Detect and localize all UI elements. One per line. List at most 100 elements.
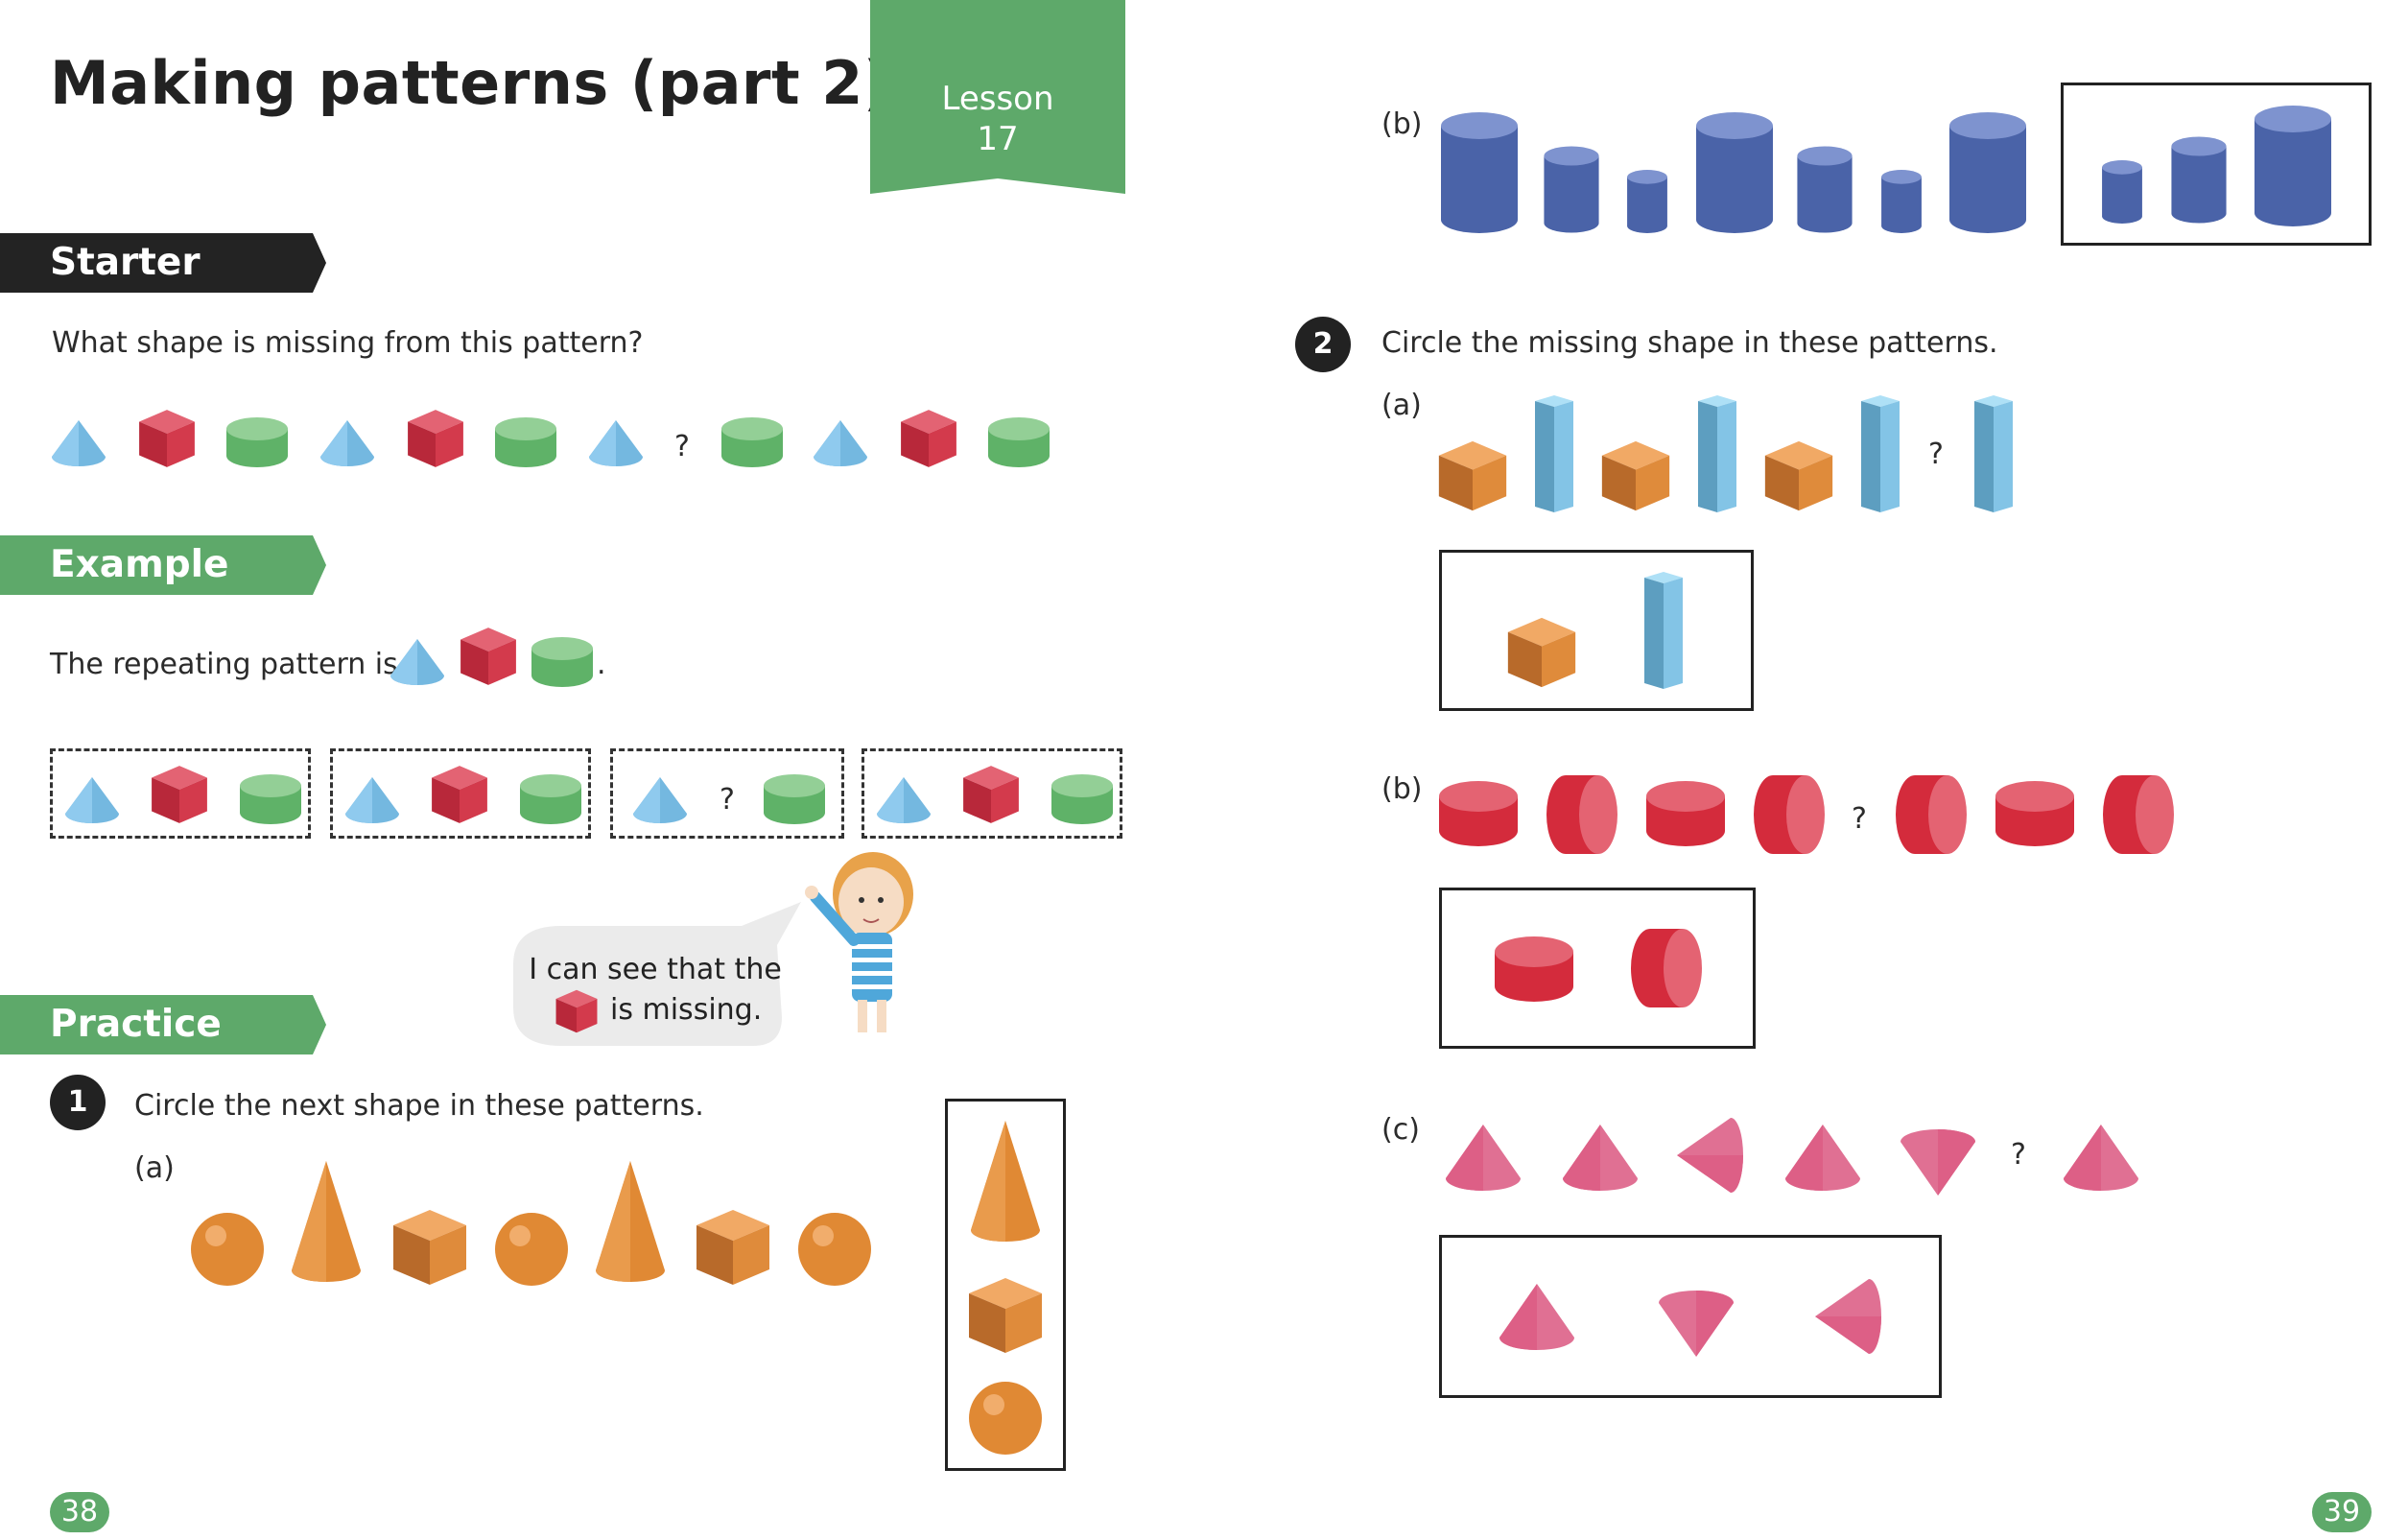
pattern-group <box>610 748 844 839</box>
orange-cube-option[interactable] <box>1506 616 1577 689</box>
orange-cone-icon <box>592 1159 669 1286</box>
starter-heading: Starter <box>50 241 201 284</box>
red-cylinder-side-option[interactable] <box>1629 927 1704 1009</box>
pink-cone-down-icon <box>1898 1125 1978 1197</box>
pattern-group <box>50 748 311 839</box>
pink-cone-left-icon <box>1675 1115 1748 1196</box>
green-cylinder-icon <box>1050 770 1115 826</box>
blue-cone-icon <box>631 775 689 827</box>
boy-character-icon <box>805 852 913 1032</box>
missing-question-mark: ? <box>674 430 690 463</box>
green-cylinder-icon <box>720 414 785 469</box>
page-title: Making patterns (part 2) <box>50 48 891 118</box>
blue-cone-icon <box>587 418 645 470</box>
orange-sphere-icon <box>189 1211 266 1288</box>
q2a-options-box <box>1439 550 1754 711</box>
orange-sphere-option[interactable] <box>967 1380 1044 1457</box>
green-cylinder-icon <box>762 770 827 826</box>
page-number-left: 38 <box>50 1492 109 1532</box>
pink-cone-down-option[interactable] <box>1656 1286 1736 1359</box>
red-cube-icon <box>150 764 209 825</box>
blue-tall-prism-icon <box>1859 393 1901 514</box>
red-cube-icon <box>430 764 489 825</box>
blue-cylinder-large-icon <box>1439 110 1520 235</box>
orange-cube-icon <box>1763 439 1834 512</box>
red-cylinder-side-icon <box>1752 773 1827 856</box>
green-cylinder-icon <box>530 633 595 689</box>
red-cube-icon <box>137 408 197 469</box>
blue-cylinder-medium-icon <box>1543 144 1600 235</box>
red-cube-icon <box>406 408 465 469</box>
red-cylinder-flat-option[interactable] <box>1493 933 1575 1006</box>
q2a-label: (a) <box>1381 389 1422 422</box>
blue-cylinder-large-icon <box>1694 110 1775 235</box>
q2c-label: (c) <box>1381 1113 1420 1147</box>
lesson-number: 17 <box>977 120 1019 158</box>
pink-cone-up-option[interactable] <box>1497 1282 1577 1355</box>
blue-tall-prism-icon <box>1696 393 1738 514</box>
blue-tall-prism-icon <box>1972 393 2015 514</box>
question-2-instruction: Circle the missing shape in these patter… <box>1381 326 1998 360</box>
blue-cylinder-small-option[interactable] <box>2101 159 2143 225</box>
blue-cylinder-small-icon <box>1880 169 1923 234</box>
example-text: The repeating pattern is <box>50 648 398 681</box>
missing-question-mark: ? <box>1928 438 1944 471</box>
question-1-instruction: Circle the next shape in these patterns. <box>134 1089 704 1123</box>
red-cube-icon <box>899 408 958 469</box>
q2c-options-box <box>1439 1235 1942 1398</box>
page-number-right: 39 <box>2312 1492 2372 1532</box>
red-cube-icon <box>961 764 1021 825</box>
red-cylinder-flat-icon <box>1644 777 1727 850</box>
blue-cone-icon <box>63 775 121 827</box>
pink-cone-left-option[interactable] <box>1813 1276 1886 1357</box>
starter-question: What shape is missing from this pattern? <box>52 326 644 360</box>
practice-heading: Practice <box>50 1003 222 1046</box>
missing-question-mark: ? <box>1852 802 1867 836</box>
green-cylinder-icon <box>518 770 583 826</box>
orange-sphere-icon <box>796 1211 873 1288</box>
red-cylinder-side-icon <box>2101 773 2176 856</box>
blue-cylinder-large-icon <box>1948 110 2028 235</box>
example-heading: Example <box>50 543 229 586</box>
orange-cube-icon <box>391 1208 468 1287</box>
starter-banner <box>0 233 326 293</box>
orange-cube-icon <box>1437 439 1508 512</box>
lesson-word: Lesson <box>941 80 1054 118</box>
red-cube-icon <box>555 988 599 1034</box>
blue-cylinder-large-option[interactable] <box>2253 104 2333 228</box>
blue-cone-icon <box>812 418 869 470</box>
blue-tall-prism-option[interactable] <box>1642 570 1685 691</box>
red-cylinder-side-icon <box>1545 773 1619 856</box>
orange-sphere-icon <box>493 1211 570 1288</box>
blue-tall-prism-icon <box>1533 393 1575 514</box>
lesson-ribbon <box>870 0 1125 194</box>
blue-cylinder-small-icon <box>1626 169 1668 234</box>
orange-cube-option[interactable] <box>967 1276 1044 1355</box>
blue-cone-icon <box>343 775 401 827</box>
green-cylinder-icon <box>238 770 303 826</box>
orange-cube-icon <box>695 1208 771 1287</box>
pink-cone-up-icon <box>1443 1123 1523 1196</box>
green-cylinder-icon <box>224 414 290 469</box>
red-cylinder-side-icon <box>1894 773 1969 856</box>
speech-line-1: I can see that the <box>529 953 782 986</box>
green-cylinder-icon <box>986 414 1051 469</box>
blue-cone-icon <box>50 418 107 470</box>
red-cylinder-flat-icon <box>1994 777 2076 850</box>
question-2-number: 2 <box>1295 317 1351 372</box>
question-1-number: 1 <box>50 1075 106 1130</box>
blue-cylinder-medium-option[interactable] <box>2170 134 2228 225</box>
pattern-group <box>862 748 1122 839</box>
red-cube-icon <box>459 626 518 687</box>
speech-line-2: is missing. <box>610 993 763 1027</box>
q1b-options-box <box>2061 83 2372 246</box>
pattern-group <box>330 748 591 839</box>
q1b-label: (b) <box>1381 107 1423 141</box>
orange-cone-option[interactable] <box>967 1119 1044 1245</box>
pink-cone-down-icon <box>1560 1123 1641 1196</box>
q2b-options-box <box>1439 888 1756 1049</box>
lesson-label: Lesson 17 <box>870 79 1125 159</box>
blue-cone-icon <box>319 418 376 470</box>
pink-cone-up-icon <box>1782 1123 1863 1196</box>
q1a-label: (a) <box>134 1151 175 1185</box>
